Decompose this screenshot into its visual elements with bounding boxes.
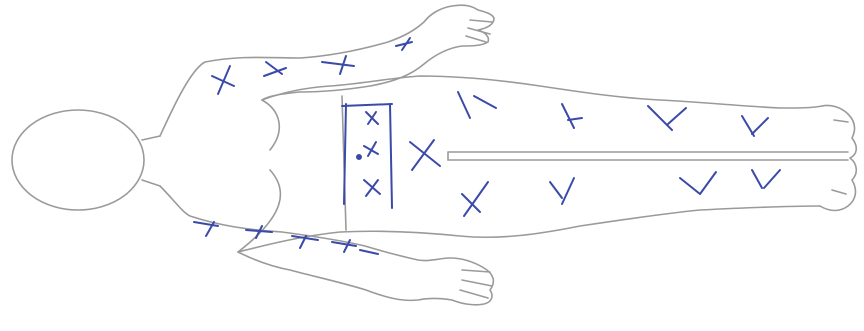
mark-thigh-top — [458, 92, 496, 118]
mark-shin-bottom — [680, 172, 716, 194]
body-outline — [12, 5, 856, 305]
abdomen-band-right — [390, 104, 392, 208]
mark-upper-arm-3 — [322, 56, 354, 74]
mark-upper-arm-1 — [212, 66, 234, 94]
mark-ankle-bottom — [752, 170, 780, 188]
mark-lower-arm-1 — [194, 222, 218, 236]
upper-arm-outline — [160, 5, 494, 136]
mark-shin-top — [648, 106, 686, 130]
mark-lower-arm-3 — [292, 236, 318, 248]
mark-pelvis — [410, 140, 440, 170]
mark-abdomen-3 — [364, 180, 380, 196]
mark-abdomen-1 — [366, 112, 378, 124]
mark-lower-arm-2 — [246, 226, 272, 238]
marks — [194, 38, 780, 254]
mark-thigh-bottom — [462, 182, 488, 216]
lower-arm-outline — [160, 186, 493, 305]
mark-abdomen-dot — [357, 155, 361, 159]
mark-upper-arm-4 — [396, 38, 412, 50]
mark-lower-arm-5 — [360, 250, 378, 254]
lower-hand-fingers — [460, 270, 492, 298]
torso-bottom-outline — [238, 206, 820, 252]
feet-toes — [832, 120, 848, 194]
mark-abdomen-2 — [364, 142, 378, 156]
mark-knee-top — [562, 104, 582, 128]
mark-upper-arm-2 — [264, 62, 286, 76]
abdomen-band-left — [344, 104, 346, 204]
mark-ankle-top — [742, 116, 768, 136]
chest-left-curve — [262, 100, 279, 150]
head-outline — [12, 110, 144, 210]
abdomen-band-top — [342, 104, 392, 106]
mark-knee-bottom — [550, 178, 574, 204]
chest-right-curve — [238, 170, 280, 252]
